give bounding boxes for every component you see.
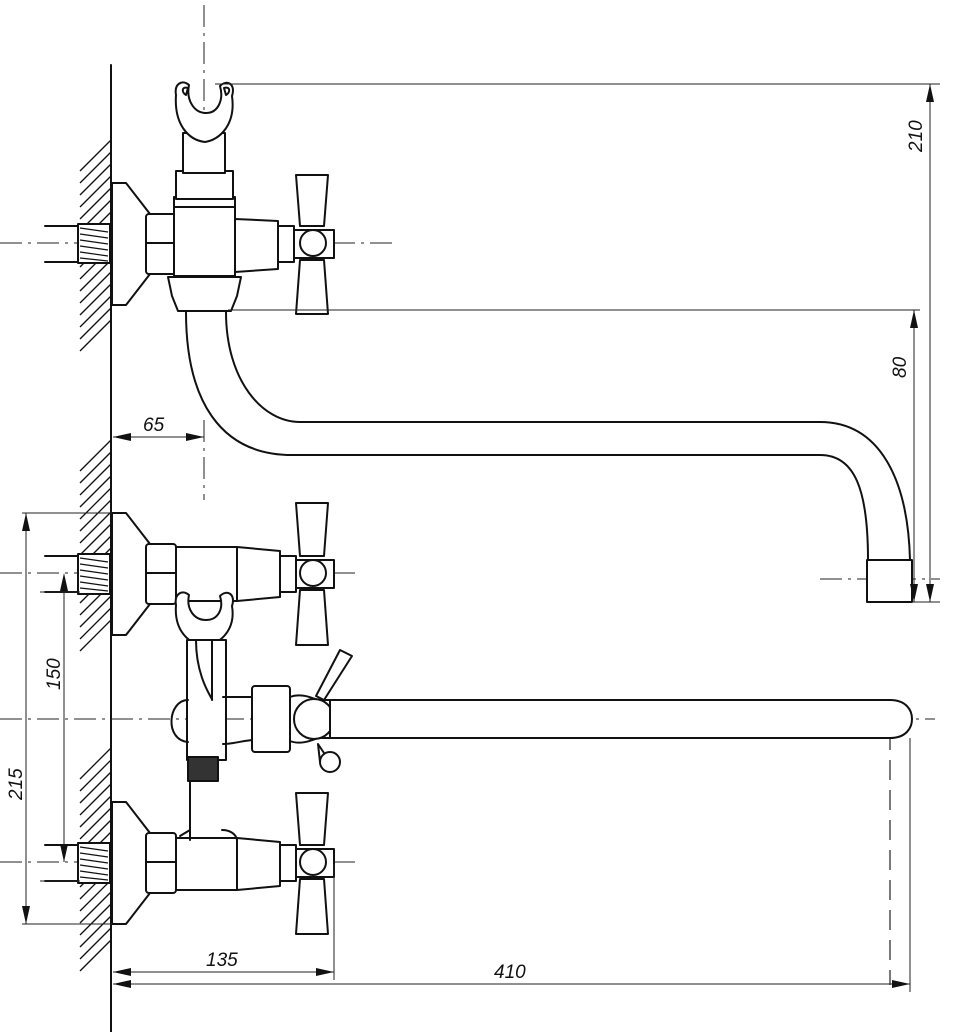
bottom-mixer-unit: [44, 792, 335, 935]
dim-135-label: 135: [206, 950, 238, 971]
dimension-135: 135: [113, 864, 335, 980]
wall: [79, 64, 112, 1032]
dim-210-label: 210: [906, 120, 927, 153]
top-curved-spout: [185, 311, 913, 603]
dimension-150: 150: [40, 573, 80, 882]
top-cross-handle: [295, 174, 329, 315]
top-hex-nut: [145, 213, 177, 275]
dimension-215: 215: [6, 512, 112, 925]
dim-410-label: 410: [494, 962, 526, 983]
dimension-410: 410: [113, 738, 911, 992]
top-shower-holder: [174, 81, 234, 174]
dimension-80: 80: [228, 309, 920, 602]
dimension-210: 210: [215, 83, 940, 603]
top-spout-collar: [167, 276, 242, 312]
dim-150-label: 150: [44, 658, 65, 690]
wall-hatching-middle: [79, 439, 112, 652]
top-valve-body: [234, 218, 279, 273]
bottom-hex-nut: [145, 832, 177, 894]
middle-mixer-unit: [44, 502, 335, 647]
long-spout: [329, 699, 913, 739]
bath-mixer-diverter: [170, 639, 913, 837]
middle-inlet-thread: [44, 553, 113, 595]
dimension-65: 65: [113, 415, 204, 441]
middle-hex-nut: [145, 543, 177, 605]
dim-65-label: 65: [143, 415, 165, 436]
top-inlet-thread: [44, 223, 113, 264]
dim-215-label: 215: [6, 768, 27, 801]
top-mixer-unit: [44, 81, 335, 315]
dim-80-label: 80: [890, 356, 911, 378]
top-wall-flange: [111, 182, 151, 306]
middle-wall-flange: [111, 512, 151, 636]
bottom-inlet-thread: [44, 842, 113, 884]
middle-cross-handle: [295, 502, 329, 646]
top-mixer-body: [173, 196, 236, 277]
bottom-wall-flange: [111, 801, 151, 925]
bottom-cross-handle: [295, 792, 329, 935]
top-spout-aerator: [866, 559, 913, 603]
